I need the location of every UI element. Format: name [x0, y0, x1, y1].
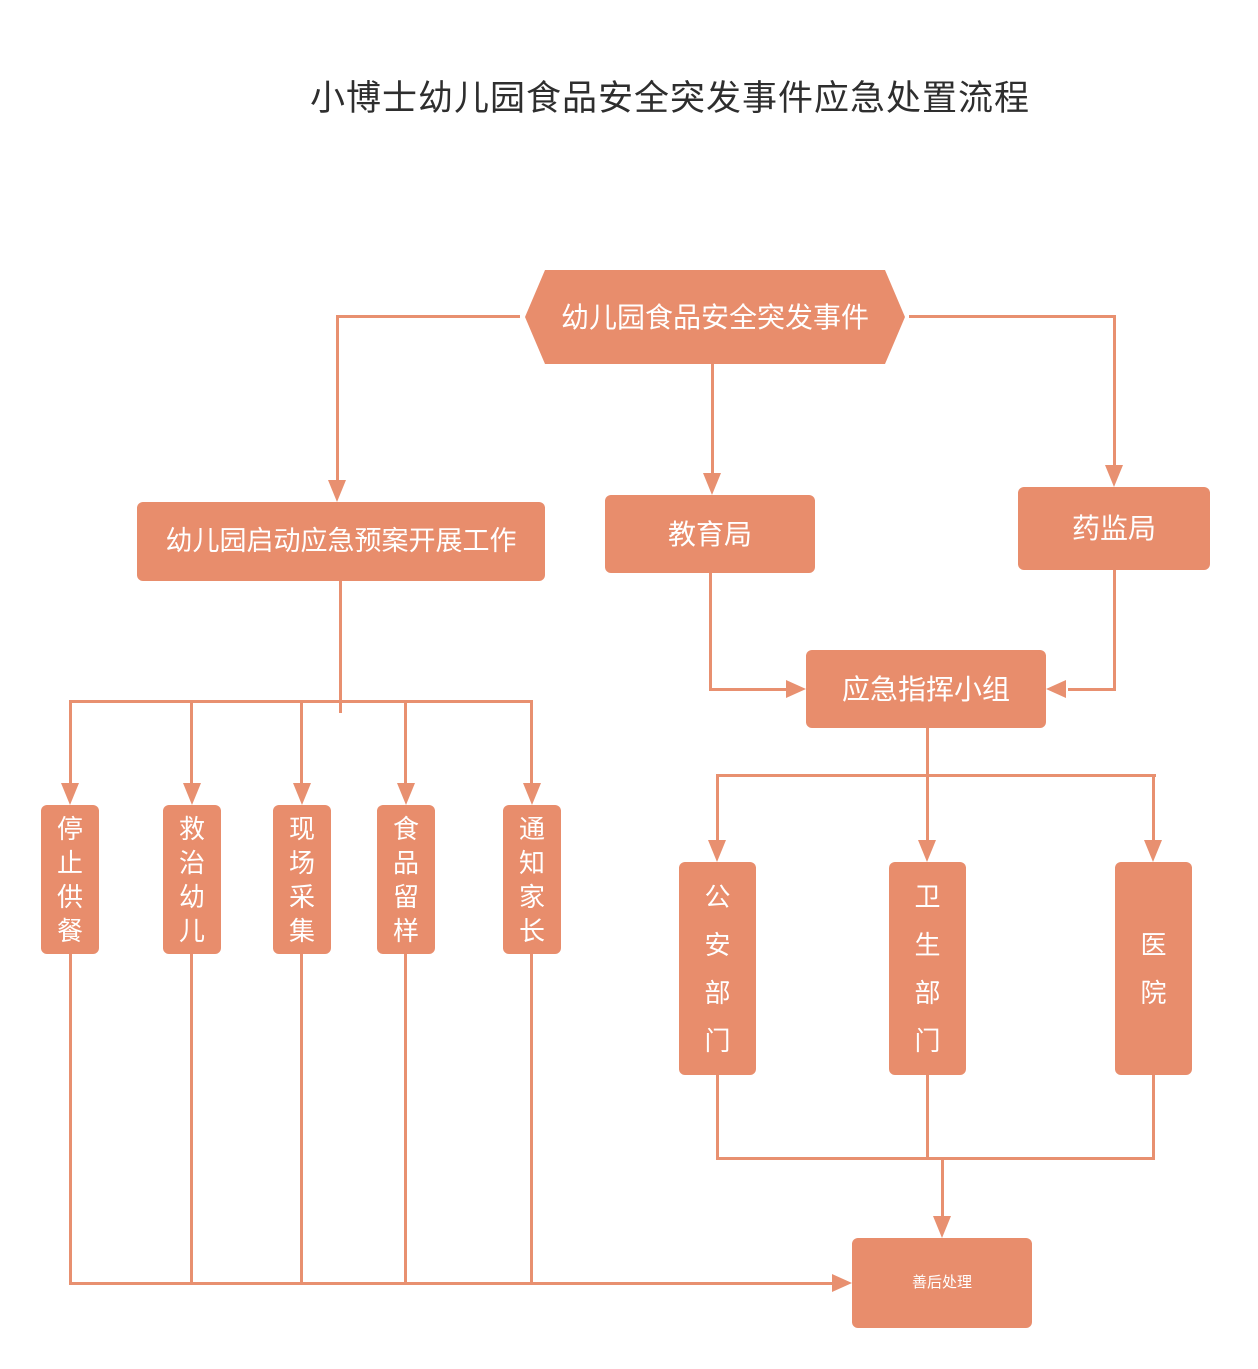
arrowhead-to-food-sample — [397, 783, 415, 805]
arrowhead-to-stop-meals — [61, 783, 79, 805]
node-kindergarten-plan: 幼儿园启动应急预案开展工作 — [137, 502, 545, 581]
connector-departments-merge-h — [716, 1157, 1155, 1160]
connector-health-department-down-v — [926, 1075, 929, 1160]
connector-to-food-sample-v — [404, 700, 407, 785]
arrowhead-to-hospital — [1144, 840, 1162, 862]
node-treat-children-label: 救治幼儿 — [178, 813, 205, 946]
node-food-sample: 食品留样 — [377, 805, 435, 954]
connector-education-command-h — [709, 688, 786, 691]
connector-actions-aftermath-h — [69, 1282, 832, 1285]
connector-drug-command-h — [1068, 688, 1115, 691]
connector-to-public-security-v — [716, 774, 719, 842]
connector-drug-command-v — [1113, 570, 1116, 691]
connector-incident-drug-v — [1113, 315, 1116, 465]
node-hospital: 医院 — [1115, 862, 1192, 1075]
node-notify-parents: 通知家长 — [503, 805, 561, 954]
arrowhead-to-site-collection — [293, 783, 311, 805]
arrowhead-to-drug-administration — [1105, 465, 1123, 487]
connector-stop-meals-down-v — [69, 954, 72, 1285]
node-site-collection: 现场采集 — [273, 805, 331, 954]
connector-to-notify-parents-v — [530, 700, 533, 785]
connector-plan-stem-stub — [339, 703, 342, 713]
node-health-department: 卫生部门 — [889, 862, 966, 1075]
node-notify-parents-label: 通知家长 — [518, 813, 545, 946]
connector-incident-plan-v — [336, 315, 339, 480]
connector-incident-education-v — [711, 364, 714, 473]
connector-food-sample-down-v — [404, 954, 407, 1285]
connector-incident-plan-h — [337, 315, 520, 318]
arrowhead-to-plan — [328, 480, 346, 502]
node-food-sample-label: 食品留样 — [392, 813, 419, 946]
arrowhead-to-command-right — [1046, 680, 1066, 698]
node-stop-meals: 停止供餐 — [41, 805, 99, 954]
connector-to-health-department-v — [926, 774, 929, 842]
node-aftermath: 善后处理 — [852, 1238, 1032, 1328]
arrowhead-to-aftermath-top — [933, 1216, 951, 1238]
diagram-title: 小博士幼儿园食品安全突发事件应急处置流程 — [310, 79, 1031, 118]
node-public-security: 公安部门 — [679, 862, 756, 1075]
node-education-bureau: 教育局 — [605, 495, 815, 573]
connector-notify-parents-down-v — [530, 954, 533, 1285]
connector-education-command-v — [709, 573, 712, 691]
connector-to-hospital-v — [1152, 774, 1155, 842]
arrowhead-to-notify-parents — [523, 783, 541, 805]
connector-command-branch-h — [716, 774, 1156, 777]
arrowhead-to-education-bureau — [703, 473, 721, 495]
node-hospital-label: 医院 — [1140, 929, 1167, 1008]
node-health-department-label: 卫生部门 — [914, 881, 941, 1056]
connector-command-stem-v — [926, 728, 929, 777]
connector-site-collection-down-v — [300, 954, 303, 1285]
node-command-group: 应急指挥小组 — [806, 650, 1046, 728]
node-stop-meals-label: 停止供餐 — [56, 813, 83, 946]
connector-public-security-down-v — [716, 1075, 719, 1160]
node-public-security-label: 公安部门 — [704, 881, 731, 1056]
arrowhead-to-health-department — [918, 840, 936, 862]
connector-to-site-collection-v — [300, 700, 303, 785]
node-treat-children: 救治幼儿 — [163, 805, 221, 954]
arrowhead-to-command-left — [786, 680, 806, 698]
node-site-collection-label: 现场采集 — [288, 813, 315, 946]
connector-to-stop-meals-v — [69, 700, 72, 785]
node-drug-administration: 药监局 — [1018, 487, 1210, 570]
arrowhead-to-public-security — [708, 840, 726, 862]
arrowhead-to-aftermath-left — [832, 1274, 852, 1292]
connector-hospital-down-v — [1152, 1075, 1155, 1160]
arrowhead-to-treat-children — [183, 783, 201, 805]
connector-incident-drug-h — [909, 315, 1114, 318]
connector-merge-aftermath-v — [941, 1157, 944, 1218]
connector-to-treat-children-v — [190, 700, 193, 785]
node-incident: 幼儿园食品安全突发事件 — [525, 270, 905, 364]
connector-plan-stem-v — [339, 581, 342, 703]
connector-treat-children-down-v — [190, 954, 193, 1285]
